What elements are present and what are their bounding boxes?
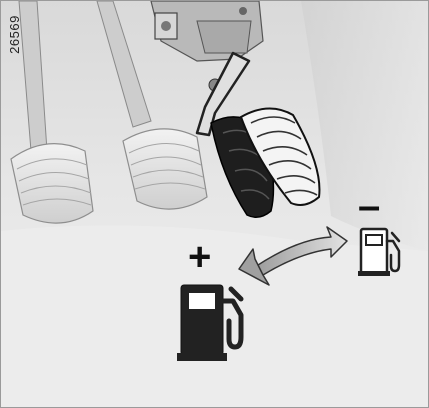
brake-pedal-arm — [96, 1, 152, 128]
accelerator-pedal-rest — [239, 107, 321, 206]
clutch-pedal-pad — [10, 143, 94, 224]
fuel-pump-icon-outline — [358, 227, 401, 276]
accelerator-arm — [195, 51, 251, 137]
plus-sign: + — [188, 235, 212, 279]
fuel-pump-icon-filled — [177, 284, 244, 361]
footwell-wall — [301, 1, 428, 251]
clutch-pedal-arm — [18, 1, 48, 152]
double-headed-curved-arrow — [238, 226, 348, 286]
brake-pedal-pad — [122, 128, 208, 210]
accelerator-bracket — [150, 1, 264, 92]
minus-sign: – — [358, 184, 381, 228]
figure-reference-number: 26569 — [6, 15, 22, 54]
